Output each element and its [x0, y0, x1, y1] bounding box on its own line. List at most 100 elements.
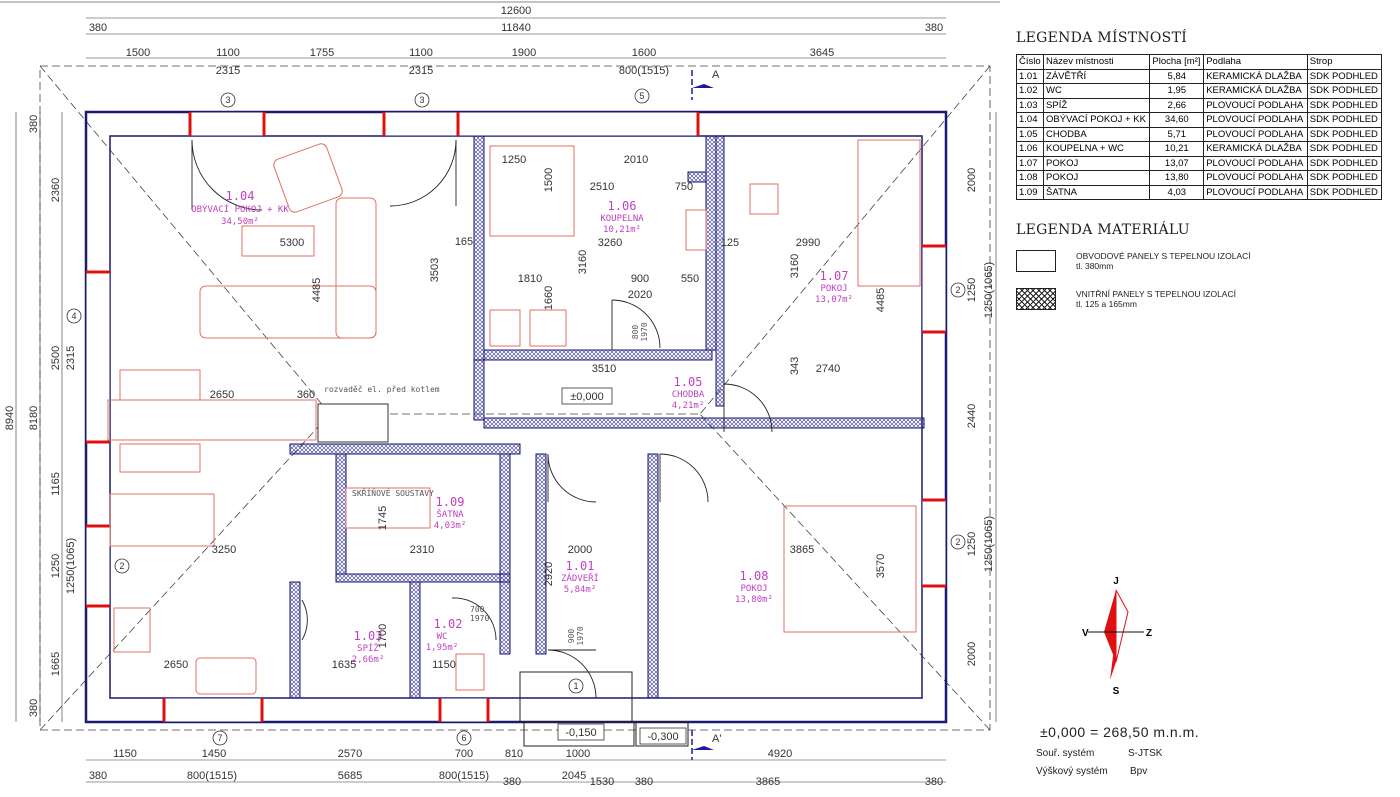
legend-cell-area: 13,80 — [1149, 170, 1205, 186]
room-102-name: WC — [437, 632, 448, 642]
legend-rooms-title: LEGENDA MÍSTNOSTÍ — [1016, 30, 1188, 46]
dim-right-1: 2000 — [966, 168, 978, 192]
legend-cell-area: 34,60 — [1149, 112, 1205, 128]
entrance — [519, 671, 689, 747]
room-106-area: 10,21m² — [603, 225, 641, 235]
material-swatch-interior — [1016, 288, 1056, 310]
legend-cell-name: OBÝVACÍ POKOJ + KK — [1043, 112, 1151, 128]
legend-cell-area: 4,03 — [1149, 184, 1205, 200]
dim-left-7: 380 — [28, 699, 40, 717]
dim-offset-right: 380 — [925, 22, 943, 34]
legend-cell-num: 1.09 — [1015, 184, 1045, 200]
dim-bottom-7: 4920 — [768, 748, 792, 760]
axis-label-2c: 2 — [955, 537, 960, 547]
dim-bottom-1: 1150 — [113, 748, 137, 760]
legend-cell-name: POKOJ — [1043, 155, 1151, 171]
material-text-interior: VNITŘNÍ PANELY S TEPELNOU IZOLACÍ tl. 12… — [1076, 289, 1236, 309]
legend-cell-num: 1.01 — [1015, 68, 1045, 84]
room-106-name: KOUPELNA — [600, 214, 644, 224]
dim-1150: 1150 — [432, 659, 456, 671]
dim-2990: 2990 — [796, 237, 820, 249]
legend-cell-num: 1.02 — [1015, 83, 1045, 99]
dim-left-2: 2360 — [50, 178, 62, 202]
height-system-label: Výškový systém — [1036, 766, 1108, 777]
dim-bottom-outer-6: 2045 — [562, 770, 586, 782]
door-tag-entry: 9001970 — [567, 626, 585, 645]
legend-cell-area: 1,95 — [1149, 83, 1205, 99]
room-102-area: 1,95m² — [426, 643, 459, 653]
dim-1635: 1635 — [332, 659, 356, 671]
dim-top-1: 1500 — [126, 47, 150, 59]
legend-cell-area: 10,21 — [1149, 141, 1205, 157]
dim-right-2: 1250(1065) — [983, 262, 995, 318]
dim-top-6: 1600 — [632, 47, 656, 59]
material-exterior-line2: tl. 380mm — [1076, 261, 1114, 271]
room-103-name: SPÍŽ — [357, 642, 379, 654]
dim-left-sub-2: 1250(1065) — [65, 538, 77, 594]
room-109-area: 4,03m² — [434, 521, 467, 531]
legend-cell-floor: PLOVOUCÍ PODLAHA — [1203, 97, 1308, 113]
room-107-num: 1.07 — [820, 269, 849, 283]
legend-cell-ceiling: SDK PODHLED — [1306, 170, 1383, 186]
dim-left: 8940 8180 380 2360 2500 1165 1250 1665 3… — [4, 115, 77, 717]
dim-125: 125 — [721, 237, 739, 249]
dim-900-bath: 900 — [631, 273, 649, 285]
exterior-walls — [84, 110, 948, 724]
legend-cell-floor: PLOVOUCÍ PODLAHA — [1203, 184, 1308, 200]
axis-label-7: 7 — [217, 733, 222, 743]
dim-left-inner: 8180 — [28, 406, 40, 430]
dim-overall-width: 12600 — [501, 5, 532, 17]
dim-2650-bottom: 2650 — [164, 659, 188, 671]
dim-1810: 1810 — [518, 273, 542, 285]
legend-cell-name: WC — [1043, 83, 1151, 99]
dim-3160-room: 3160 — [789, 254, 801, 278]
legend-cell-area: 5,84 — [1149, 68, 1205, 84]
room-104-name: OBÝVACÍ POKOJ + KK — [191, 203, 289, 215]
height-system-value: Bpv — [1130, 766, 1148, 777]
dim-right: 2000 1250(1065) 2440 1250(1065) 2000 125… — [966, 168, 995, 666]
dim-bottom-outer-3: 5685 — [338, 770, 362, 782]
legend-header-ceiling: Strop — [1306, 54, 1383, 70]
dim-bottom-5: 810 — [505, 748, 523, 760]
section-a-top: A — [712, 69, 720, 81]
dim-right-5: 2000 — [966, 642, 978, 666]
coord-system-label: Souř. systém — [1036, 748, 1095, 759]
dim-bottom-outer-7: 1530 — [590, 776, 614, 788]
dim-left-1: 380 — [28, 115, 40, 133]
room-108-num: 1.08 — [740, 569, 769, 583]
legend-cell-ceiling: SDK PODHLED — [1306, 155, 1383, 171]
dim-top-segments: 1500 1100 1755 1100 1900 1600 3645 2315 … — [126, 47, 834, 77]
compass-icon: J S V Z — [1082, 576, 1152, 697]
compass-e: Z — [1146, 628, 1152, 639]
dim-1660: 1660 — [543, 286, 555, 310]
dim-right-col-2: 1250 — [966, 532, 978, 556]
dim-2020-bath: 2020 — [628, 289, 652, 301]
dim-1250: 1250 — [502, 154, 526, 166]
note-mains: rozvaděč el. před kotlem — [324, 384, 440, 394]
legend-header-area: Plocha [m²] — [1149, 54, 1205, 70]
legend-rooms-header-row: Číslo Název místnosti Plocha [m²] Podlah… — [1015, 54, 1383, 70]
dim-bottom-outer-4: 800(1515) — [439, 770, 489, 782]
legend-cell-ceiling: SDK PODHLED — [1306, 126, 1383, 142]
room-105-num: 1.05 — [674, 375, 703, 389]
axis-label-4: 4 — [71, 311, 76, 321]
legend-cell-floor: KERAMICKÁ DLAŽBA — [1203, 141, 1308, 157]
compass-w: V — [1082, 628, 1089, 639]
dim-1745: 1745 — [377, 506, 389, 530]
compass-s: S — [1113, 686, 1120, 697]
dim-2310: 2310 — [410, 544, 434, 556]
room-109-name: ŠATNA — [436, 508, 464, 520]
dim-right-3: 2440 — [966, 404, 978, 428]
legend-cell-floor: PLOVOUCÍ PODLAHA — [1203, 112, 1308, 128]
dim-750: 750 — [675, 181, 693, 193]
legend-cell-area: 2,66 — [1149, 97, 1205, 113]
legend-cell-ceiling: SDK PODHLED — [1306, 184, 1383, 200]
dim-165: 165 — [455, 236, 473, 248]
dim-bottom-outer-5: 380 — [503, 776, 521, 788]
legend-material-title: LEGENDA MATERIÁLU — [1016, 222, 1190, 238]
legend-cell-ceiling: SDK PODHLED — [1306, 97, 1383, 113]
material-interior-line1: VNITŘNÍ PANELY S TEPELNOU IZOLACÍ — [1076, 289, 1236, 299]
